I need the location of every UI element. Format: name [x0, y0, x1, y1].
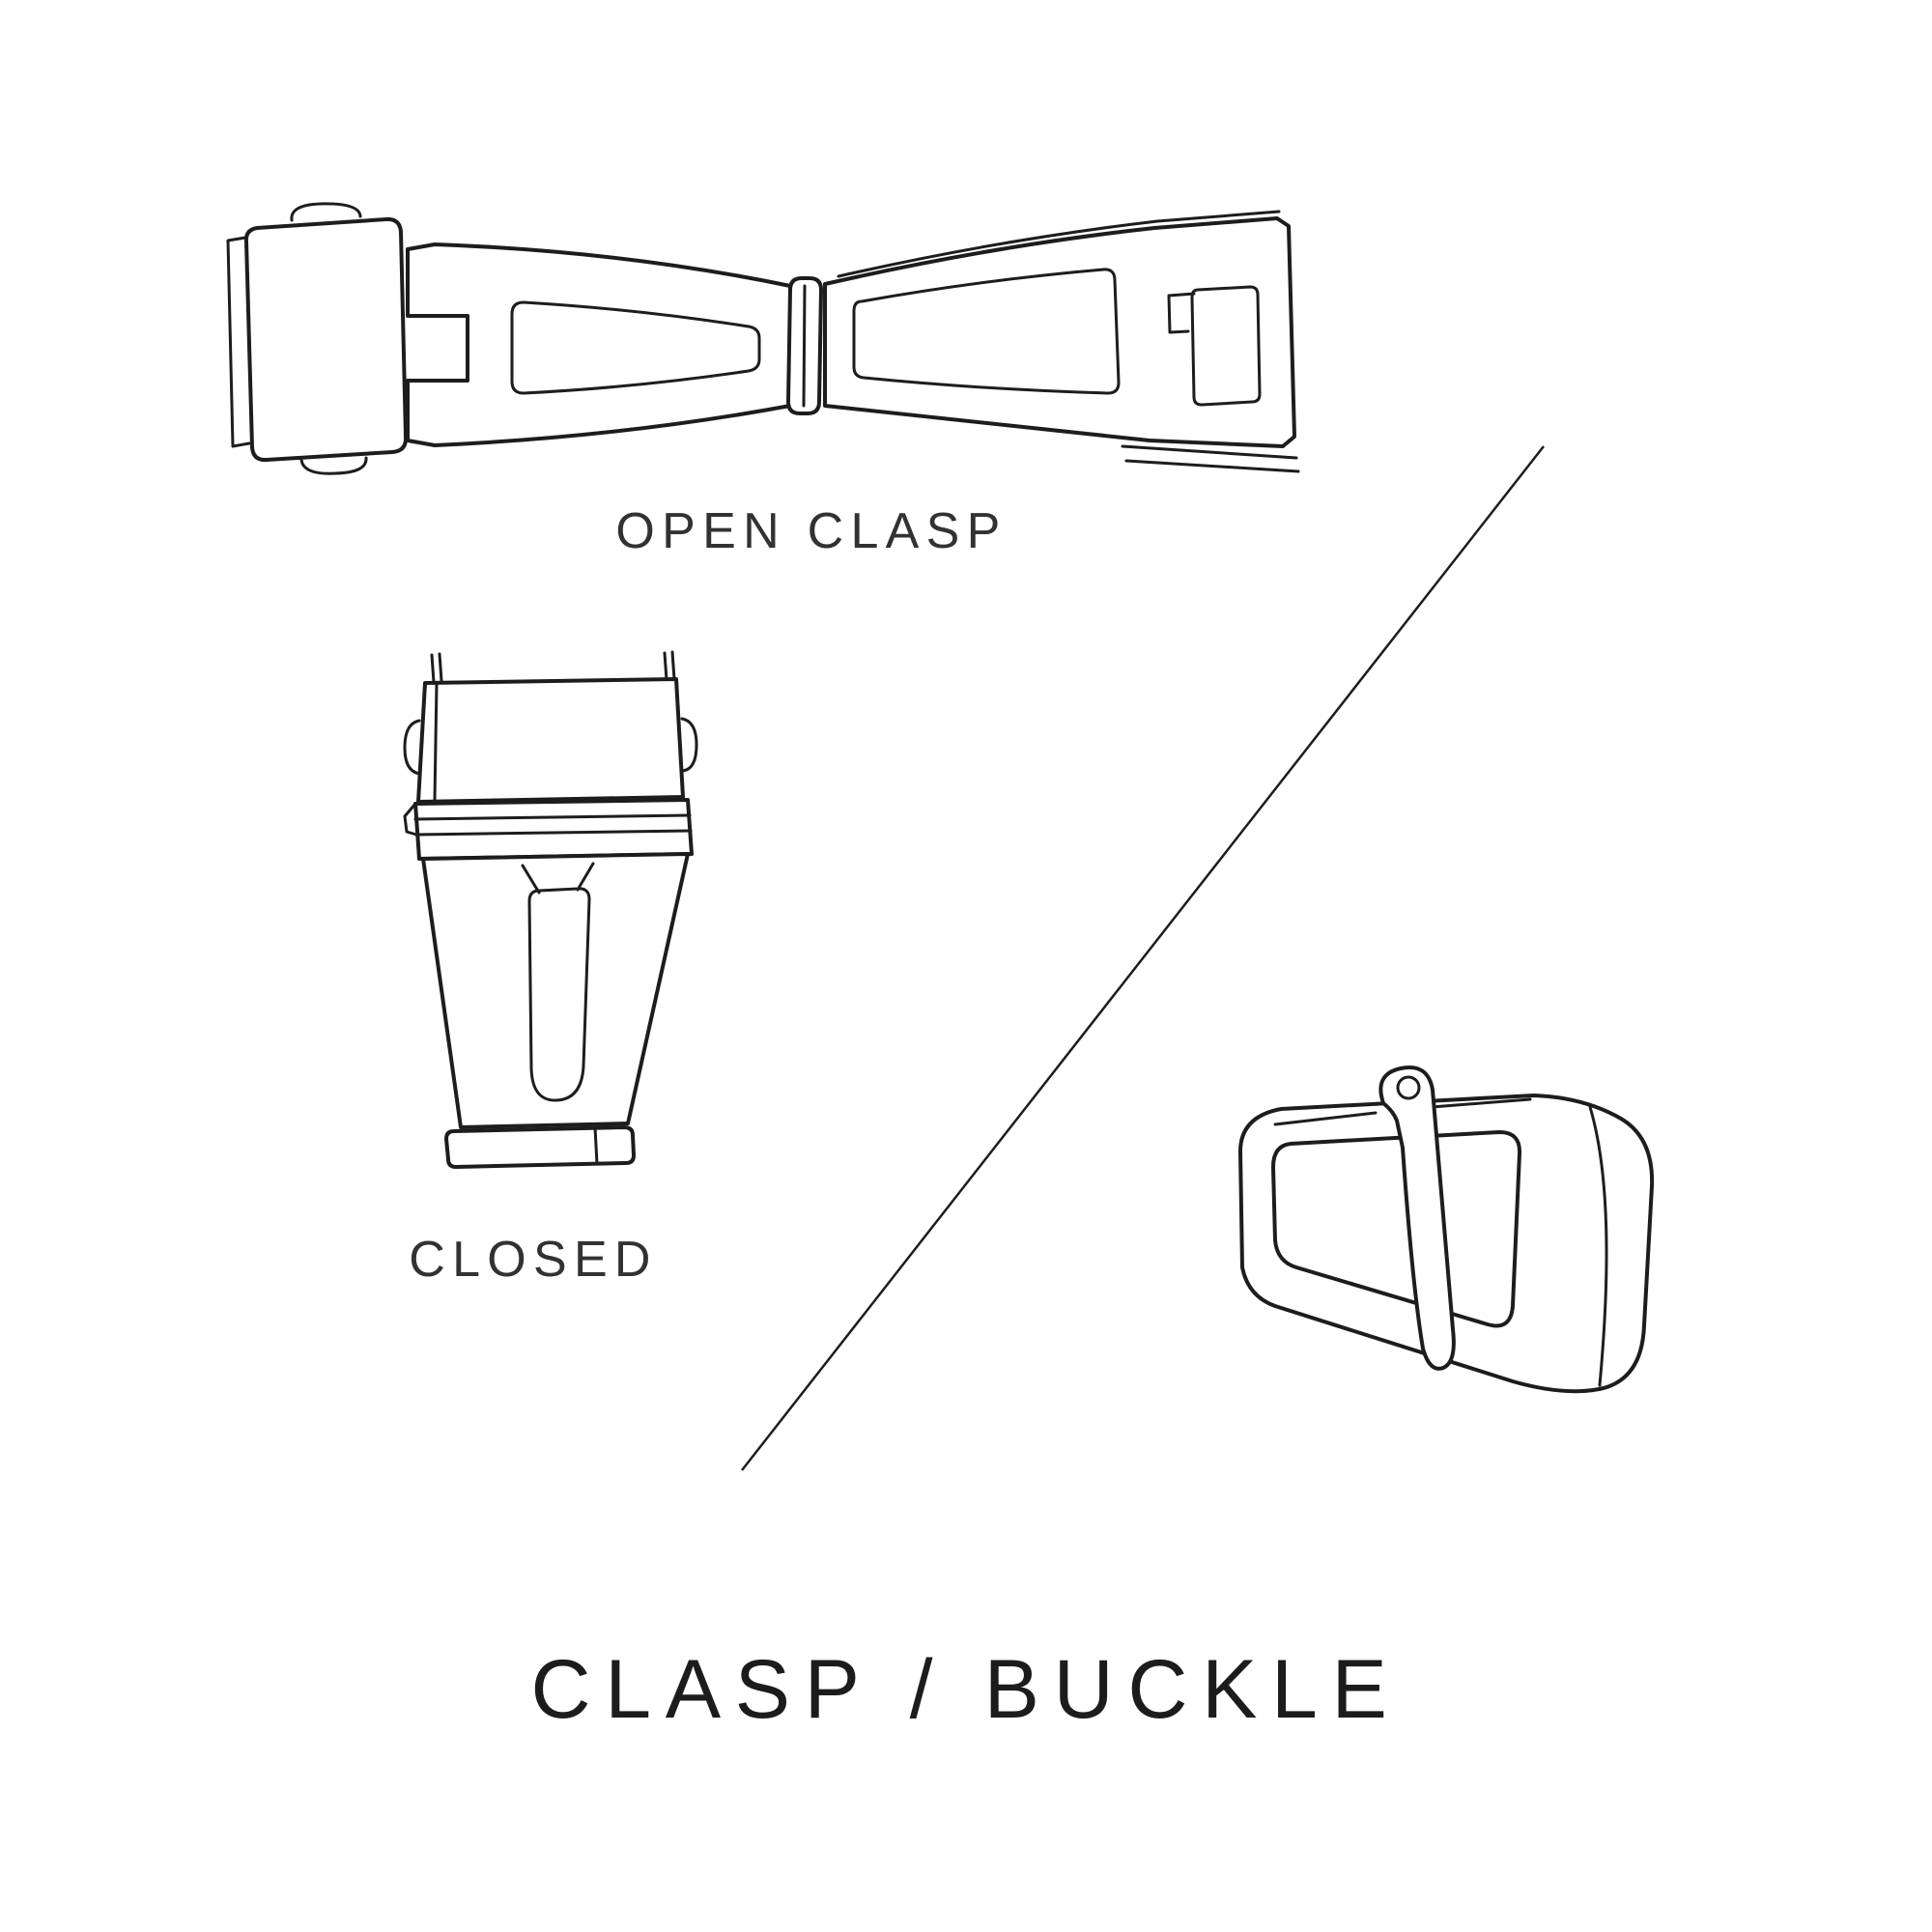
closed-clasp-drawing-icon: [403, 650, 698, 1169]
closed-label: CLOSED: [409, 1232, 658, 1288]
buckle-drawing-icon: [1238, 1065, 1655, 1394]
open-clasp-label: OPEN CLASP: [615, 503, 1008, 559]
open-clasp-drawing-icon: [226, 202, 1300, 475]
divider-line: [741, 445, 1545, 1471]
diagram-title: CLASP / BUCKLE: [530, 1643, 1402, 1736]
